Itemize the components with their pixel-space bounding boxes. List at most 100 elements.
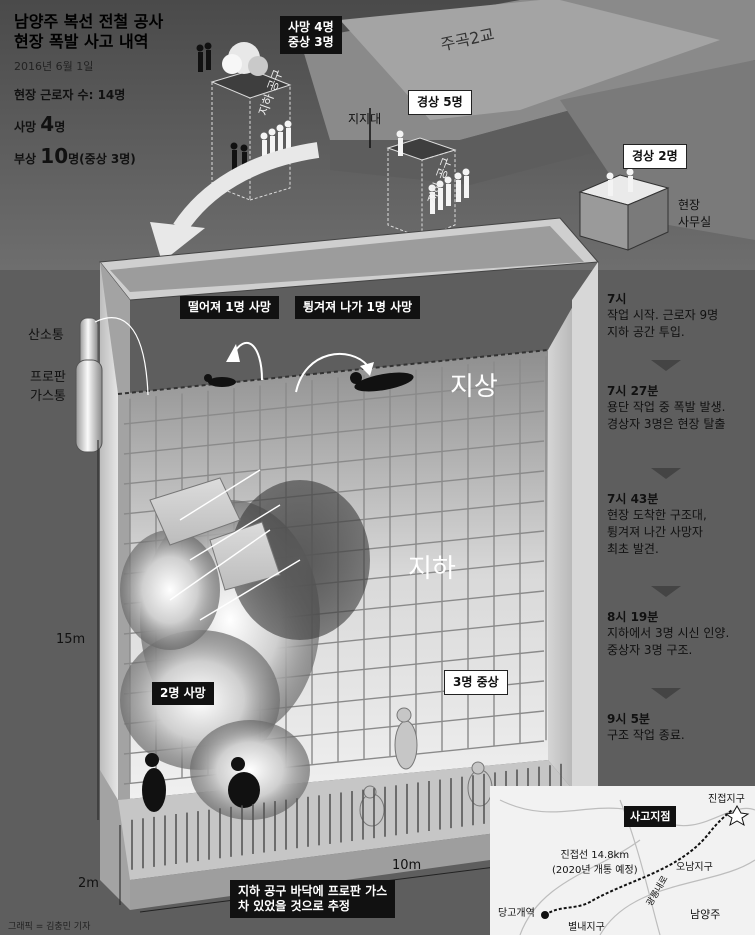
title-line-1: 남양주 복선 전철 공사	[14, 12, 164, 31]
timeline-desc: 현장 도착한 구조대, 튕겨져 나간 사망자 최초 발견.	[607, 508, 707, 556]
width-label: 10m	[392, 858, 422, 873]
upper-shaft-top	[210, 69, 292, 99]
victim-fallen	[204, 374, 236, 387]
workers-top	[196, 42, 212, 72]
timeline-time: 9시 5분	[607, 712, 650, 726]
timeline-desc: 구조 작업 종료.	[607, 728, 685, 742]
workers-count: 현장 근로자 수: 14명	[14, 88, 126, 102]
callout-dead: 사망 4명	[288, 20, 334, 34]
map-byeollae: 별내지구	[568, 922, 605, 933]
pit-left-wall	[100, 262, 118, 800]
propane-label-1: 프로판	[30, 370, 66, 385]
zoom-arrow-head	[150, 222, 205, 262]
callout-dead-serious: 사망 4명 중상 3명	[280, 16, 342, 54]
dead-count: 사망 4명	[14, 112, 65, 136]
map-line-2: (2020년 개통 예정)	[552, 865, 638, 876]
callout-fell: 떨어져 1명 사망	[180, 296, 279, 319]
jinjeop-line	[544, 809, 733, 916]
upper-explosion-2	[222, 54, 242, 74]
map-line-label: 진접선 14.8km (2020년 개통 예정)	[552, 846, 638, 876]
victims-injured	[359, 707, 493, 827]
timeline-time: 8시 19분	[607, 610, 659, 624]
timeline-time: 7시 27분	[607, 384, 659, 398]
map-line-1: 진접선 14.8km	[560, 850, 630, 861]
ground-level-label: 지상	[450, 372, 498, 402]
callout-serious: 중상 3명	[288, 35, 334, 49]
map-onam: 오남지구	[676, 862, 713, 873]
upper-explosion-3	[248, 56, 268, 76]
timeline-time: 7시	[607, 292, 627, 306]
debris-panel-1	[149, 477, 241, 546]
thrown-arrow	[295, 352, 369, 393]
debris-rods	[169, 469, 301, 621]
map-namyangju: 남양주	[690, 908, 721, 921]
callout-serious-3: 3명 중상	[444, 670, 508, 695]
propane-note-1: 지하 공구 바닥에 프로판 가스	[238, 884, 388, 898]
map-accident-label: 사고지점	[624, 806, 677, 827]
timeline-desc: 작업 시작. 근로자 9명 지하 공간 투입.	[607, 308, 719, 339]
depth-label: 15m	[56, 632, 86, 647]
title-line-2: 현장 폭발 사고 내역	[14, 32, 149, 51]
office-side	[627, 187, 669, 251]
propane-note-2: 차 있었을 것으로 추정	[238, 899, 350, 913]
debris-panel-2	[209, 521, 281, 591]
thrown-arrow-head	[360, 362, 374, 376]
zoom-arrow	[173, 142, 320, 233]
workers-shaft-white	[260, 120, 292, 162]
timeline-arrow	[651, 586, 681, 597]
map-station-dangogae	[541, 911, 549, 919]
injured-unit: 명(중상 3명)	[68, 152, 136, 166]
dead-value: 4	[40, 112, 55, 136]
office-label: 현장 사무실	[678, 196, 711, 230]
victims-dead-underground	[142, 753, 260, 812]
gas-hose	[94, 317, 149, 396]
upper-shaft-frame	[211, 82, 251, 201]
propane-note: 지하 공구 바닥에 프로판 가스 차 있었을 것으로 추정	[230, 880, 396, 918]
timeline-arrow	[651, 360, 681, 371]
upper-shaft-frame-2	[249, 85, 291, 201]
dead-unit: 명	[54, 120, 66, 134]
graphic-credit: 그래픽 = 김충민 기자	[8, 922, 91, 932]
propane-label-2: 가스통	[30, 389, 66, 404]
pit-right-outer	[572, 262, 598, 850]
rebar-horizontal	[123, 440, 545, 485]
floor-depth-label: 2m	[78, 876, 99, 891]
mid-shaft-frame	[387, 148, 456, 239]
ground-ledge	[117, 349, 549, 395]
map-dangogae: 당고개역	[498, 908, 535, 919]
accident-date: 2016년 6월 1일	[14, 60, 94, 73]
workers-shaft-black	[230, 142, 248, 174]
injured-count: 부상 10명(중상 3명)	[14, 144, 136, 168]
floor-railing	[131, 763, 562, 870]
timeline-desc: 용단 작업 중 폭발 발생. 경상자 3명은 현장 탈출	[607, 400, 726, 431]
timeline-time: 7시 43분	[607, 492, 659, 506]
office-label-1: 현장	[678, 198, 701, 212]
callout-dead-2: 2명 사망	[152, 682, 214, 705]
oxygen-label: 산소통	[28, 328, 64, 343]
callout-minor-2: 경상 2명	[623, 144, 687, 169]
fall-arrow-head	[226, 344, 240, 362]
injured-label: 부상	[14, 152, 37, 166]
workers-office	[606, 168, 634, 196]
office-label-2: 사무실	[678, 215, 712, 229]
injured-value: 10	[40, 144, 69, 168]
callout-thrown: 튕겨져 나가 1명 사망	[295, 296, 421, 319]
rebar-horizontal	[123, 380, 545, 425]
rebar-horizontal	[123, 410, 545, 455]
underground-label: 지하	[408, 554, 456, 584]
propane-label: 프로판 가스통	[30, 366, 66, 404]
timeline-arrow	[651, 688, 681, 699]
infographic-title: 남양주 복선 전철 공사 현장 폭발 사고 내역	[14, 12, 163, 52]
support-label: 지지대	[348, 112, 382, 126]
callout-minor-5: 경상 5명	[408, 90, 472, 115]
pit-top-inner	[110, 226, 584, 292]
propane-cylinder	[75, 359, 103, 453]
map-accident-marker	[724, 804, 750, 827]
dead-label: 사망	[14, 120, 37, 134]
workers-mid-shaft	[396, 130, 470, 214]
